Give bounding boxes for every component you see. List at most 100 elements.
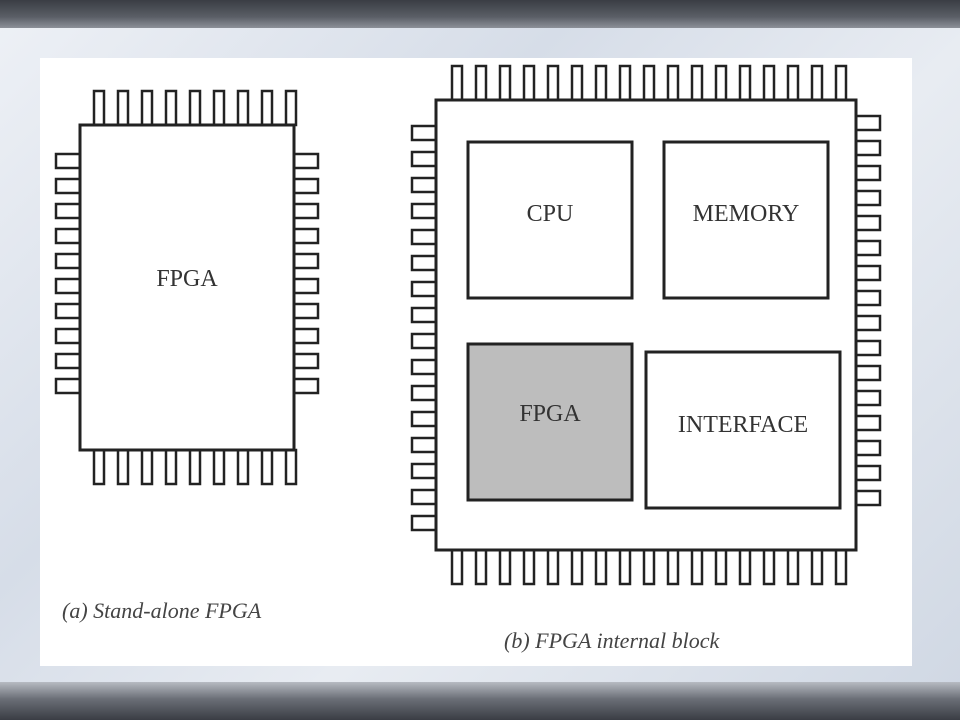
chip-pin <box>54 377 82 395</box>
chip-pin <box>292 202 320 220</box>
chip-pin <box>690 548 704 586</box>
chip-pin <box>292 227 320 245</box>
chip-pin <box>54 177 82 195</box>
chip-pin <box>498 64 512 102</box>
chip-pin <box>594 64 608 102</box>
chip-pin <box>666 548 680 586</box>
chip-pin <box>54 252 82 270</box>
chip-pin <box>854 389 882 407</box>
chip-pin <box>292 327 320 345</box>
chip-pin <box>854 289 882 307</box>
chip-pin <box>92 89 106 127</box>
chip-pin <box>410 514 438 532</box>
chip-pin <box>410 410 438 428</box>
chip-pin <box>738 548 752 586</box>
chip-pin <box>292 152 320 170</box>
chip-pin <box>410 150 438 168</box>
chip-pin <box>834 64 848 102</box>
chip-pin <box>212 448 226 486</box>
chip-pin <box>164 448 178 486</box>
chip-pin <box>546 548 560 586</box>
chip-pin <box>410 306 438 324</box>
chip-pin <box>140 448 154 486</box>
memory-block <box>662 140 830 300</box>
chip-pin <box>164 89 178 127</box>
chip-pin <box>410 462 438 480</box>
interface-block-label: INTERFACE <box>678 412 808 438</box>
chip-pin <box>854 314 882 332</box>
chip-pin <box>410 488 438 506</box>
chip-pin <box>690 64 704 102</box>
chip-pin <box>522 548 536 586</box>
chip-pin <box>450 548 464 586</box>
chip-pin <box>292 377 320 395</box>
chip-pin <box>260 448 274 486</box>
chip-pin <box>410 176 438 194</box>
standalone-fpga-chip <box>78 123 296 452</box>
chip-pin <box>854 189 882 207</box>
chip-pin <box>618 548 632 586</box>
chip-pin <box>854 214 882 232</box>
chip-pin <box>140 89 154 127</box>
chip-pin <box>116 89 130 127</box>
chip-pin <box>410 228 438 246</box>
chip-pin <box>738 64 752 102</box>
chip-pin <box>236 448 250 486</box>
chip-pin <box>54 152 82 170</box>
chip-pin <box>522 64 536 102</box>
chip-pin <box>594 548 608 586</box>
chip-pin <box>410 436 438 454</box>
chip-pin <box>292 252 320 270</box>
chip-pin <box>618 64 632 102</box>
chip-pin <box>834 548 848 586</box>
chip-pin <box>714 64 728 102</box>
chip-pin <box>212 89 226 127</box>
chip-pin <box>284 448 298 486</box>
chip-pin <box>854 114 882 132</box>
chip-pin <box>54 277 82 295</box>
chip-pin <box>714 548 728 586</box>
chip-pin <box>474 548 488 586</box>
chip-pin <box>92 448 106 486</box>
chip-pin <box>474 64 488 102</box>
chip-pin <box>642 548 656 586</box>
chip-pin <box>854 264 882 282</box>
chip-pin <box>284 89 298 127</box>
cpu-block-label: CPU <box>527 201 574 227</box>
chip-pin <box>854 414 882 432</box>
chip-pin <box>854 489 882 507</box>
internal-chip-pins <box>410 64 882 586</box>
chip-pin <box>642 64 656 102</box>
chip-pin <box>54 227 82 245</box>
chip-pin <box>188 448 202 486</box>
fpga-block-label: FPGA <box>519 401 581 427</box>
chip-pin <box>854 139 882 157</box>
chip-pin <box>54 352 82 370</box>
fpga-block <box>466 342 634 502</box>
chip-pin <box>410 358 438 376</box>
chip-pin <box>762 64 776 102</box>
chip-pin <box>570 548 584 586</box>
internal-caption: (b) FPGA internal block <box>504 628 720 653</box>
chip-pin <box>292 302 320 320</box>
chip-pin <box>762 548 776 586</box>
chip-pin <box>54 327 82 345</box>
fpga-diagram: FPGA (a) Stand-alone FPGA CPU MEMORY FPG… <box>54 64 882 653</box>
chip-pin <box>854 339 882 357</box>
standalone-fpga-label: FPGA <box>156 266 218 292</box>
chip-pin <box>410 280 438 298</box>
standalone-caption: (a) Stand-alone FPGA <box>62 598 262 623</box>
chip-pin <box>810 64 824 102</box>
chip-pin <box>260 89 274 127</box>
chip-pin <box>188 89 202 127</box>
chip-pin <box>236 89 250 127</box>
chip-pin <box>786 64 800 102</box>
chip-pin <box>54 302 82 320</box>
chip-pin <box>410 332 438 350</box>
chip-pin <box>854 364 882 382</box>
chip-pin <box>450 64 464 102</box>
slide-top-band <box>0 0 960 28</box>
chip-pin <box>854 464 882 482</box>
slide-bottom-band <box>0 682 960 720</box>
chip-pin <box>410 202 438 220</box>
